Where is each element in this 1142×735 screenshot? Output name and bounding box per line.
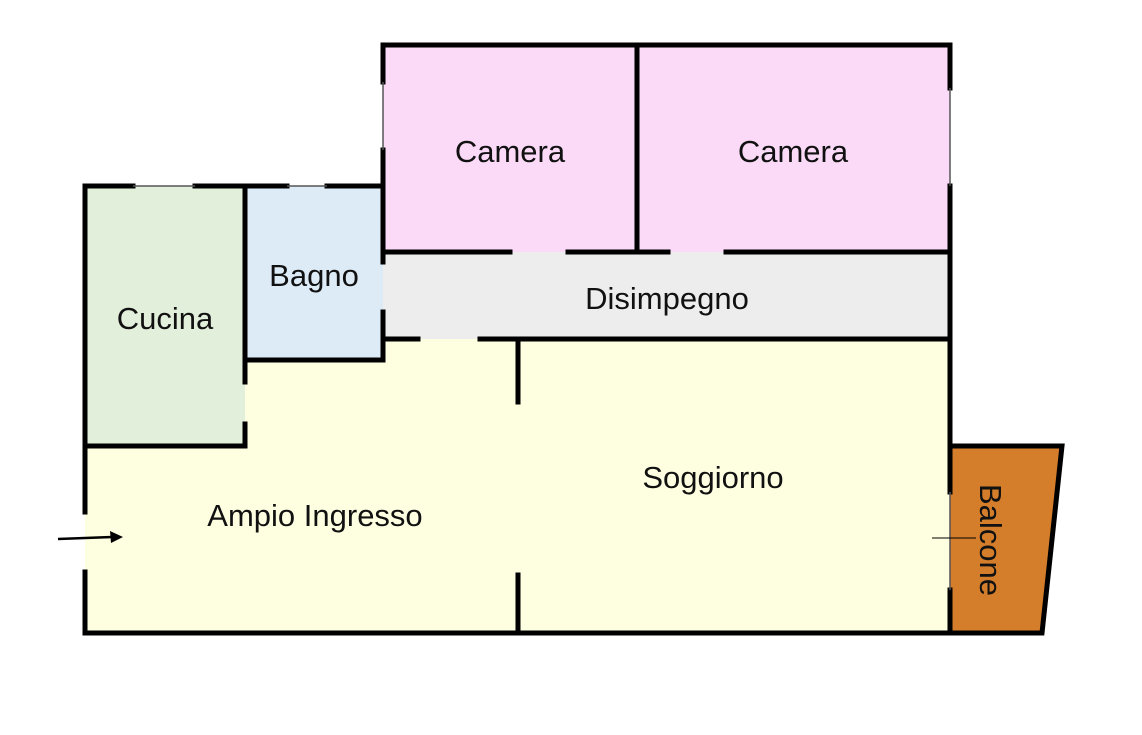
label-disimpegno: Disimpegno bbox=[585, 281, 749, 316]
room-camera-right bbox=[637, 45, 950, 252]
windows bbox=[133, 82, 951, 590]
room-bagno bbox=[245, 186, 383, 360]
room-camera-left bbox=[383, 45, 637, 252]
walls bbox=[82, 42, 953, 636]
label-ampio-ingresso: Ampio Ingresso bbox=[207, 498, 422, 533]
label-balcone: Balcone bbox=[973, 484, 1008, 596]
room-ampio-ingresso bbox=[85, 339, 518, 633]
label-bagno: Bagno bbox=[269, 258, 359, 293]
arrow-right-icon bbox=[57, 531, 123, 543]
room-soggiorno bbox=[518, 339, 950, 633]
label-camera-right: Camera bbox=[738, 134, 849, 169]
room-cucina bbox=[85, 186, 245, 446]
label-camera-left: Camera bbox=[455, 134, 566, 169]
room-balcone bbox=[950, 446, 1062, 633]
label-cucina: Cucina bbox=[117, 301, 214, 336]
label-soggiorno: Soggiorno bbox=[642, 460, 783, 495]
balcone-outline bbox=[950, 443, 1065, 636]
room-disimpegno bbox=[383, 252, 950, 339]
